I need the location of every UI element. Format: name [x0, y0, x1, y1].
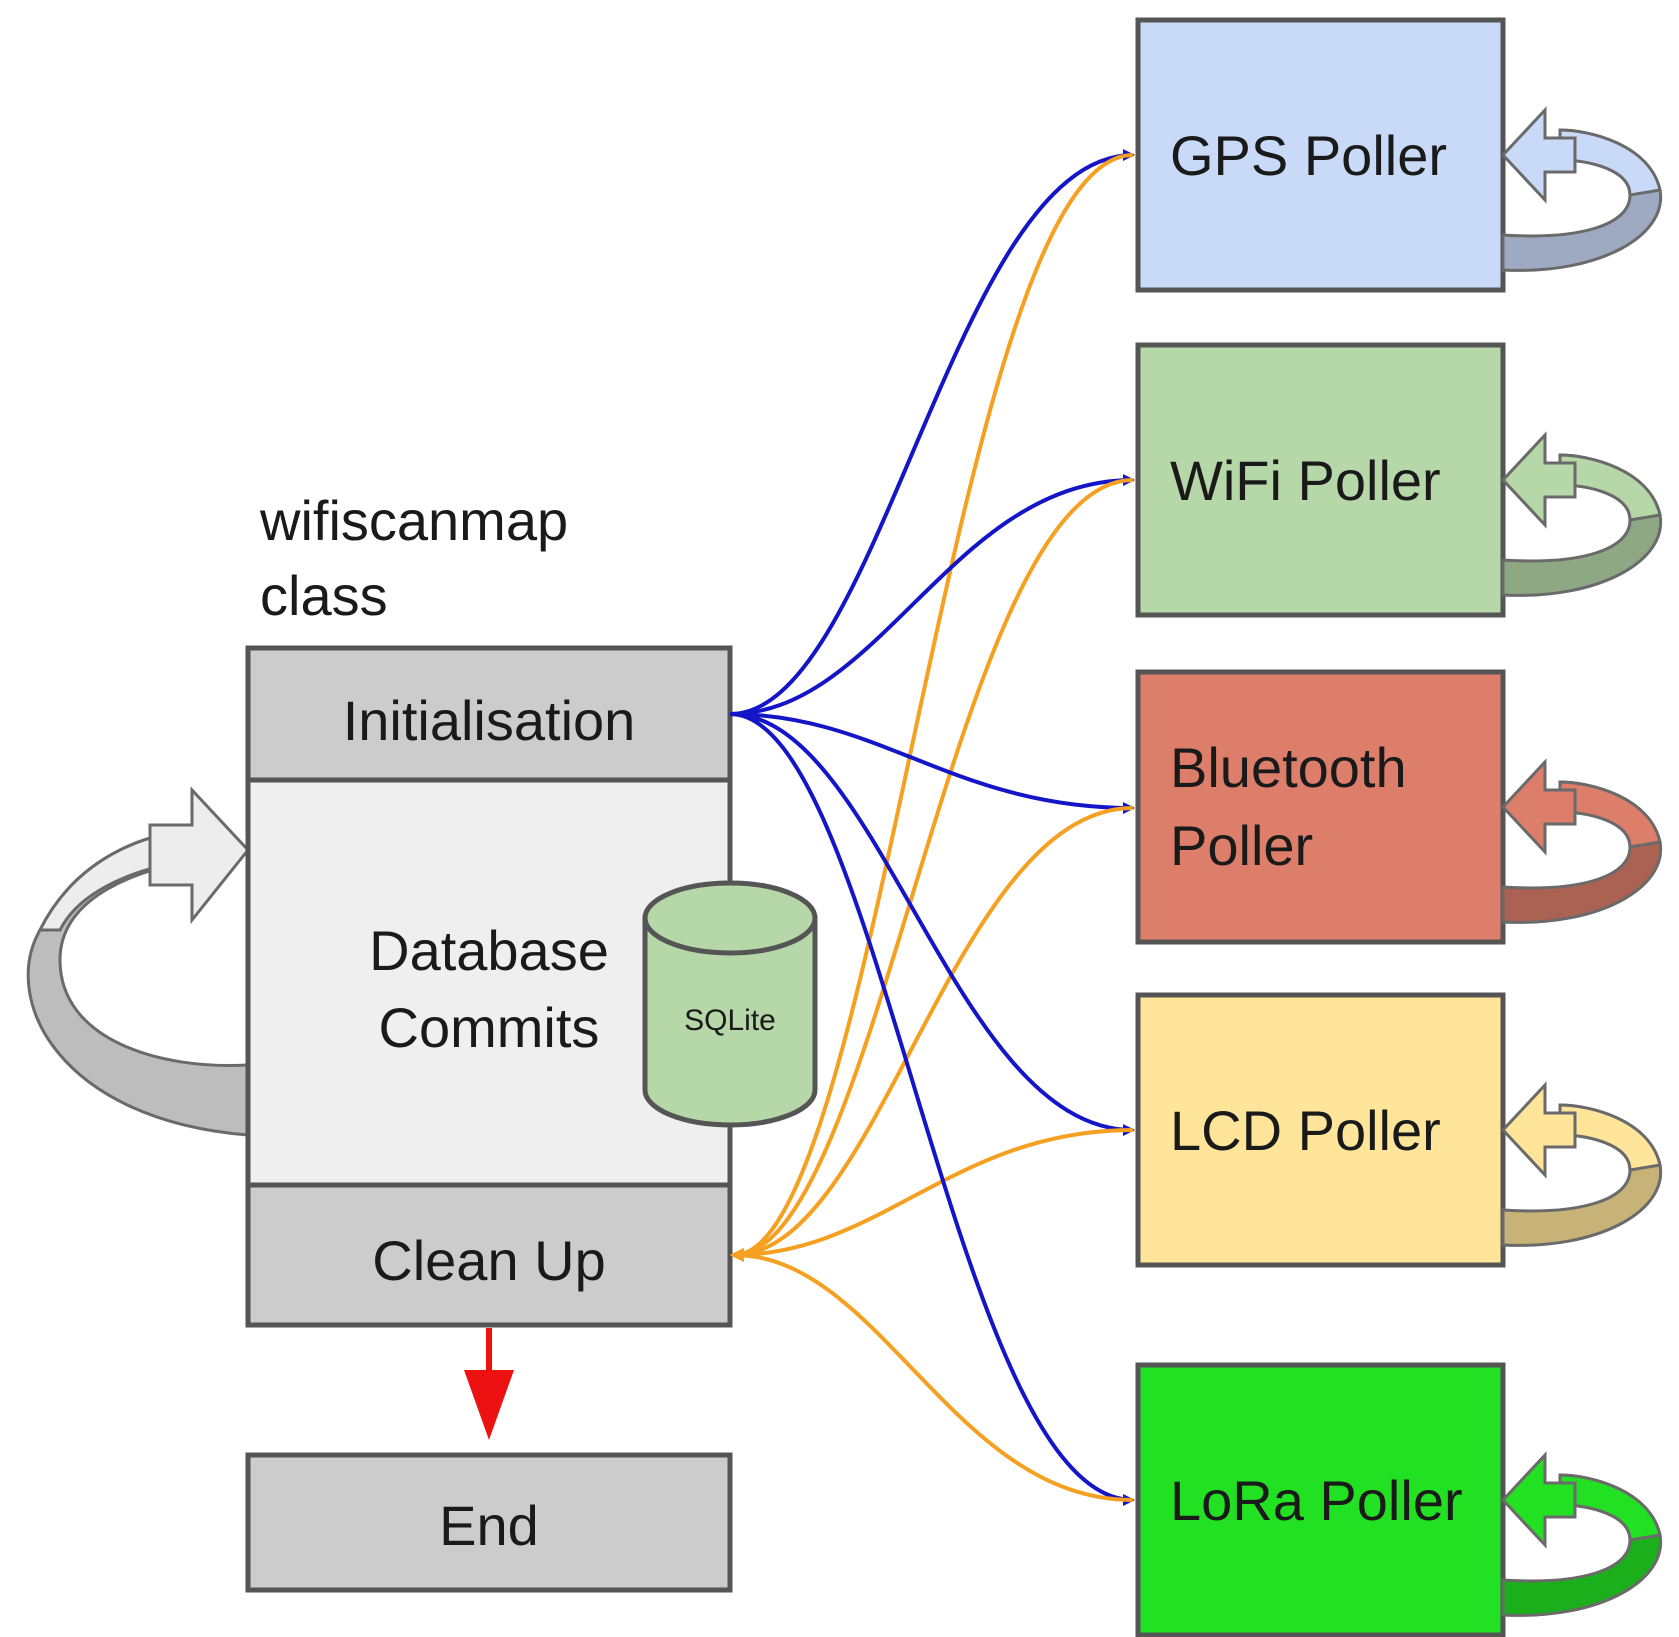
- return-arrow-gps: [730, 153, 1134, 1262]
- end-box: [245, 1452, 733, 1593]
- return-arrow-wifi: [730, 478, 1134, 1262]
- class-label-line2: class: [260, 564, 388, 627]
- poller-label-lcd: LCD Poller: [1170, 1099, 1441, 1162]
- poller-wifi: WiFi Poller: [1135, 342, 1663, 618]
- poller-gps: GPS Poller: [1135, 17, 1663, 293]
- poller-label-wifi: WiFi Poller: [1170, 449, 1441, 512]
- poller-box-bluetooth: [1135, 669, 1506, 945]
- sqlite-database-icon: [642, 880, 818, 1128]
- poller-loop-lcd-icon: [1500, 1081, 1663, 1247]
- return-arrow-lora: [730, 1248, 1134, 1502]
- poller-label-lora: LoRa Poller: [1170, 1469, 1463, 1532]
- start-arrow-gps: [729, 149, 1135, 716]
- poller-label-bluetooth-line2: Poller: [1170, 814, 1313, 877]
- end-arrow: [464, 1328, 514, 1440]
- start-arrow-wifi: [729, 474, 1135, 716]
- poller-label-gps: GPS Poller: [1170, 124, 1447, 187]
- database-label-line2: Commits: [379, 996, 600, 1059]
- connection-arrows: [729, 149, 1135, 1506]
- clean-up-section: [245, 1182, 733, 1328]
- return-arrow-lcd: [730, 1128, 1134, 1262]
- poller-loop-lora-icon: [1500, 1451, 1663, 1617]
- start-arrow-lcd: [729, 712, 1135, 1136]
- sqlite-label: SQLite: [684, 1004, 776, 1037]
- class-box: [245, 645, 733, 1328]
- db-loop-arrow-icon: [26, 786, 250, 1137]
- poller-loop-gps-icon: [1500, 106, 1663, 272]
- poller-box-lcd: [1135, 992, 1506, 1268]
- poller-loop-bluetooth-icon: [1500, 758, 1663, 924]
- start-arrow-lora: [729, 712, 1135, 1506]
- poller-box-lora: [1135, 1362, 1506, 1637]
- start-arrow-bluetooth: [729, 712, 1135, 814]
- end-label: End: [439, 1494, 539, 1557]
- initialisation-label: Initialisation: [343, 689, 636, 752]
- poller-loop-wifi-icon: [1500, 431, 1663, 597]
- class-label-line1: wifiscanmap: [259, 489, 568, 552]
- clean-up-label: Clean Up: [372, 1229, 605, 1292]
- poller-lcd: LCD Poller: [1135, 992, 1663, 1268]
- return-arrow-bluetooth: [730, 806, 1134, 1262]
- initialisation-section: [245, 645, 733, 783]
- database-label-line1: Database: [369, 919, 609, 982]
- poller-label-bluetooth-line1: Bluetooth: [1170, 736, 1407, 799]
- poller-box-wifi: [1135, 342, 1506, 618]
- poller-box-gps: [1135, 17, 1506, 293]
- poller-lora: LoRa Poller: [1135, 1362, 1663, 1637]
